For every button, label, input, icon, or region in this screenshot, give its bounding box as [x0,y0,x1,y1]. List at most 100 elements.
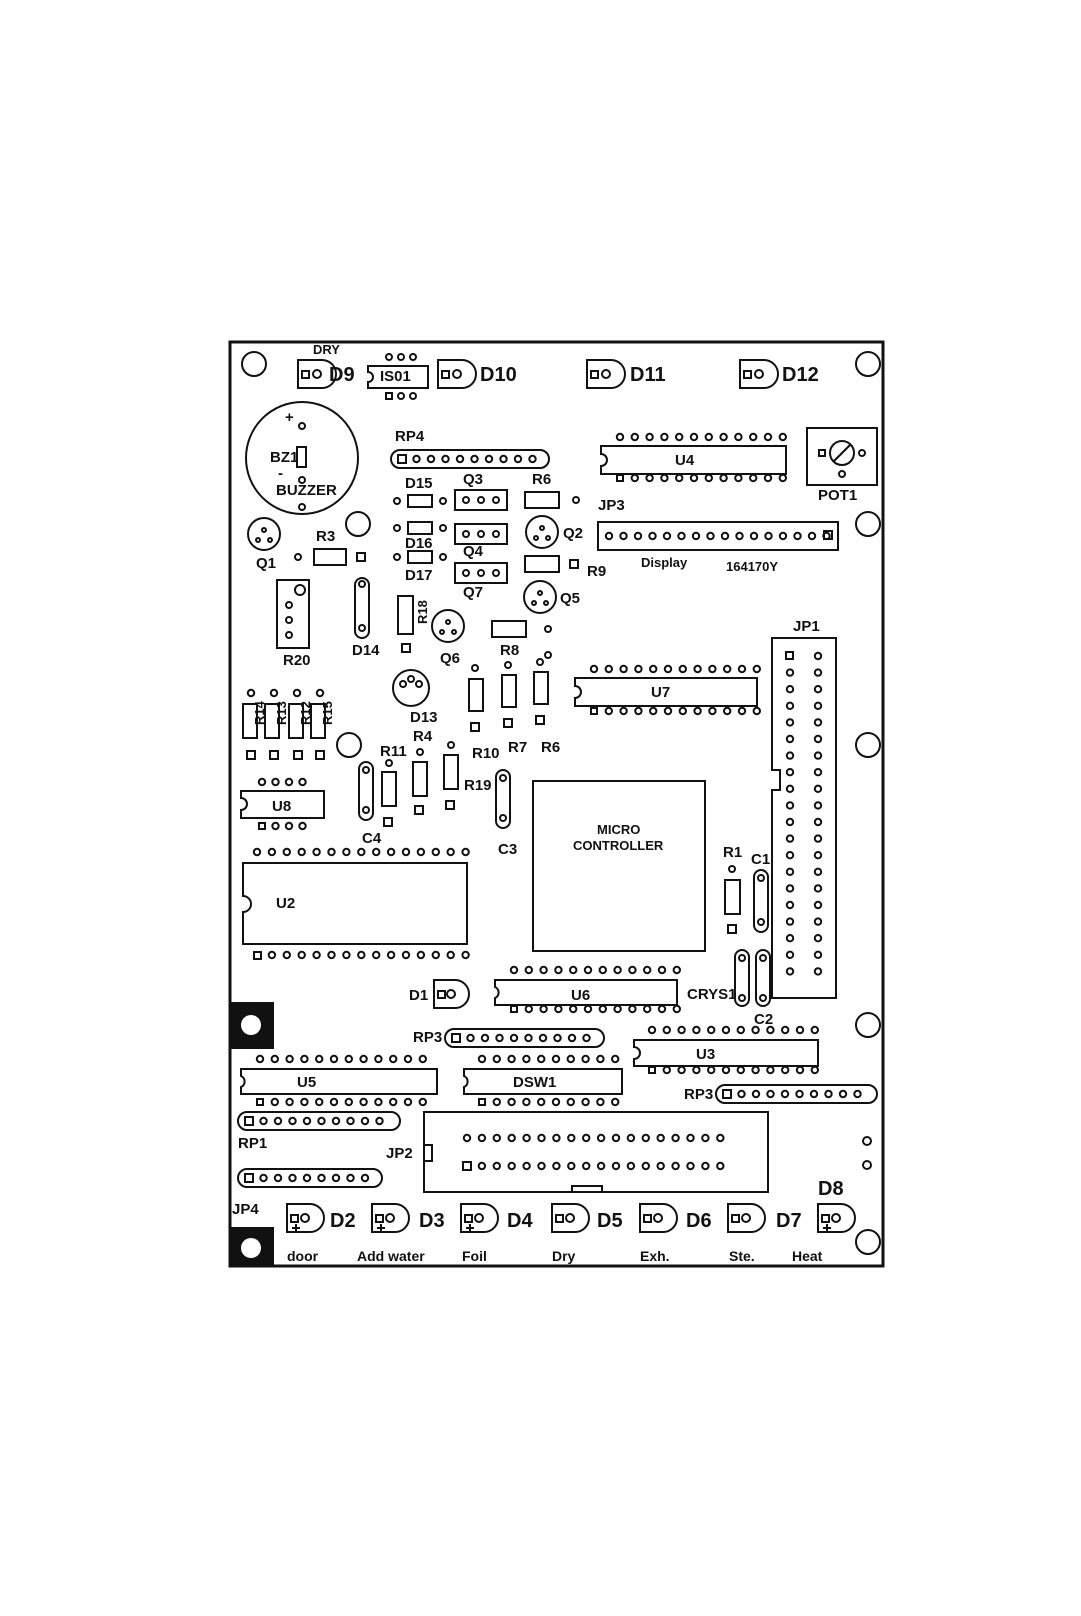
label-micro: MICRO [597,822,640,837]
caption-foil: Foil [462,1248,487,1264]
u2-pin [342,847,351,857]
u3-pin [751,1025,760,1035]
label-d15: D15 [405,475,433,492]
pin-rows [246,432,862,1183]
label-r15: R15 [320,701,335,725]
dsw1-pin [581,1097,590,1107]
jp3-pin [706,531,715,541]
u4-pin [734,432,743,442]
jp4-pin [288,1173,297,1183]
label-rp4: RP4 [395,428,425,445]
u7-pin [663,706,673,716]
jp1-pin [785,801,795,810]
u6-pin [643,965,652,975]
u2-pin [461,950,470,960]
u2-pin [357,950,366,960]
jp2-pin [626,1133,636,1143]
rp4-pin [484,454,494,464]
label-d13: D13 [410,709,438,726]
led-d4 [460,1203,499,1233]
rp3-middle-pin [524,1033,533,1043]
u6-pin [672,965,681,975]
capacitor-c1 [753,869,769,933]
jp1-pin [813,967,823,976]
led-d8 [817,1203,856,1233]
u6-pin [554,965,563,975]
jp1-pin [813,784,823,793]
capacitor-c2 [734,949,771,1007]
label-d6: D6 [686,1210,712,1232]
rp1-pin [375,1116,384,1126]
u3-pin [677,1065,686,1075]
label-d5: D5 [597,1210,623,1232]
label-buzzer-minus: - [278,465,283,482]
u6-pin [539,965,548,975]
transistor-q3 [454,489,508,511]
u3-pin [736,1025,745,1035]
rp3-right-pin [737,1089,746,1099]
rp3-middle-pin [582,1033,591,1043]
jp1-pin [785,784,795,793]
label-q6: Q6 [440,650,460,667]
label-buzzer: BUZZER [276,482,337,499]
label-d2: D2 [330,1210,356,1232]
u3-pin [810,1025,819,1035]
capacitor-c4 [358,761,374,821]
rp3-middle-pin [495,1033,504,1043]
connector-jp2 [423,1111,769,1193]
jp4-pin [317,1173,326,1183]
u2-pin [252,847,262,857]
label-d3: D3 [419,1210,445,1232]
jp1-pin [813,834,823,843]
resistor-r9 [524,555,579,573]
u2-pin [372,950,381,960]
label-jp4: JP4 [232,1201,259,1218]
rp1-pin [288,1116,297,1126]
resistor-pack-rp4 [390,449,550,469]
led-d3 [371,1203,410,1233]
jp1-pin [813,751,823,760]
jp4-pin [360,1173,370,1183]
u5-pin [374,1097,383,1107]
jp2-pin [671,1161,680,1171]
dsw1-pin [611,1054,620,1064]
jp1-pin [785,817,795,827]
u7-pin [737,706,747,716]
dsw1-pin [507,1054,516,1064]
led-d9 [297,359,337,389]
label-jp1: JP1 [793,618,820,635]
dsw1-pin [596,1097,605,1107]
u4-pin [719,473,728,483]
jp3-pin [662,531,672,541]
label-jp3: JP3 [598,497,625,514]
jp1-pin [785,734,795,744]
label-iso1: IS01 [380,368,411,385]
u2-pin [386,950,396,960]
label-r9: R9 [587,563,606,580]
label-d4: D4 [507,1210,533,1232]
u6-pin [628,965,637,975]
u6-pin [613,965,622,975]
u6-pin [583,1004,593,1014]
label-display: Display [641,555,688,570]
board-outline [228,340,885,1268]
rp4-pin [528,454,537,464]
u6-pin [509,965,519,975]
u3-pin [692,1065,701,1075]
resistor-r6-top [524,491,580,509]
transistor-q2 [525,515,559,549]
label-bz1: BZ1 [270,449,298,466]
u7-pin [723,706,732,716]
jp3-pin [807,531,817,541]
u7-pin [589,664,599,674]
r12-r15-pin [292,688,302,698]
jp4-pin [259,1173,268,1183]
label-q7: Q7 [463,584,483,601]
u6-pin [613,1004,622,1014]
jp2-pin [686,1133,695,1143]
rp3-middle-pin [480,1033,490,1043]
u3-pin [736,1065,745,1075]
rp3-middle-pin [509,1033,519,1043]
jp1-pin [813,718,823,727]
